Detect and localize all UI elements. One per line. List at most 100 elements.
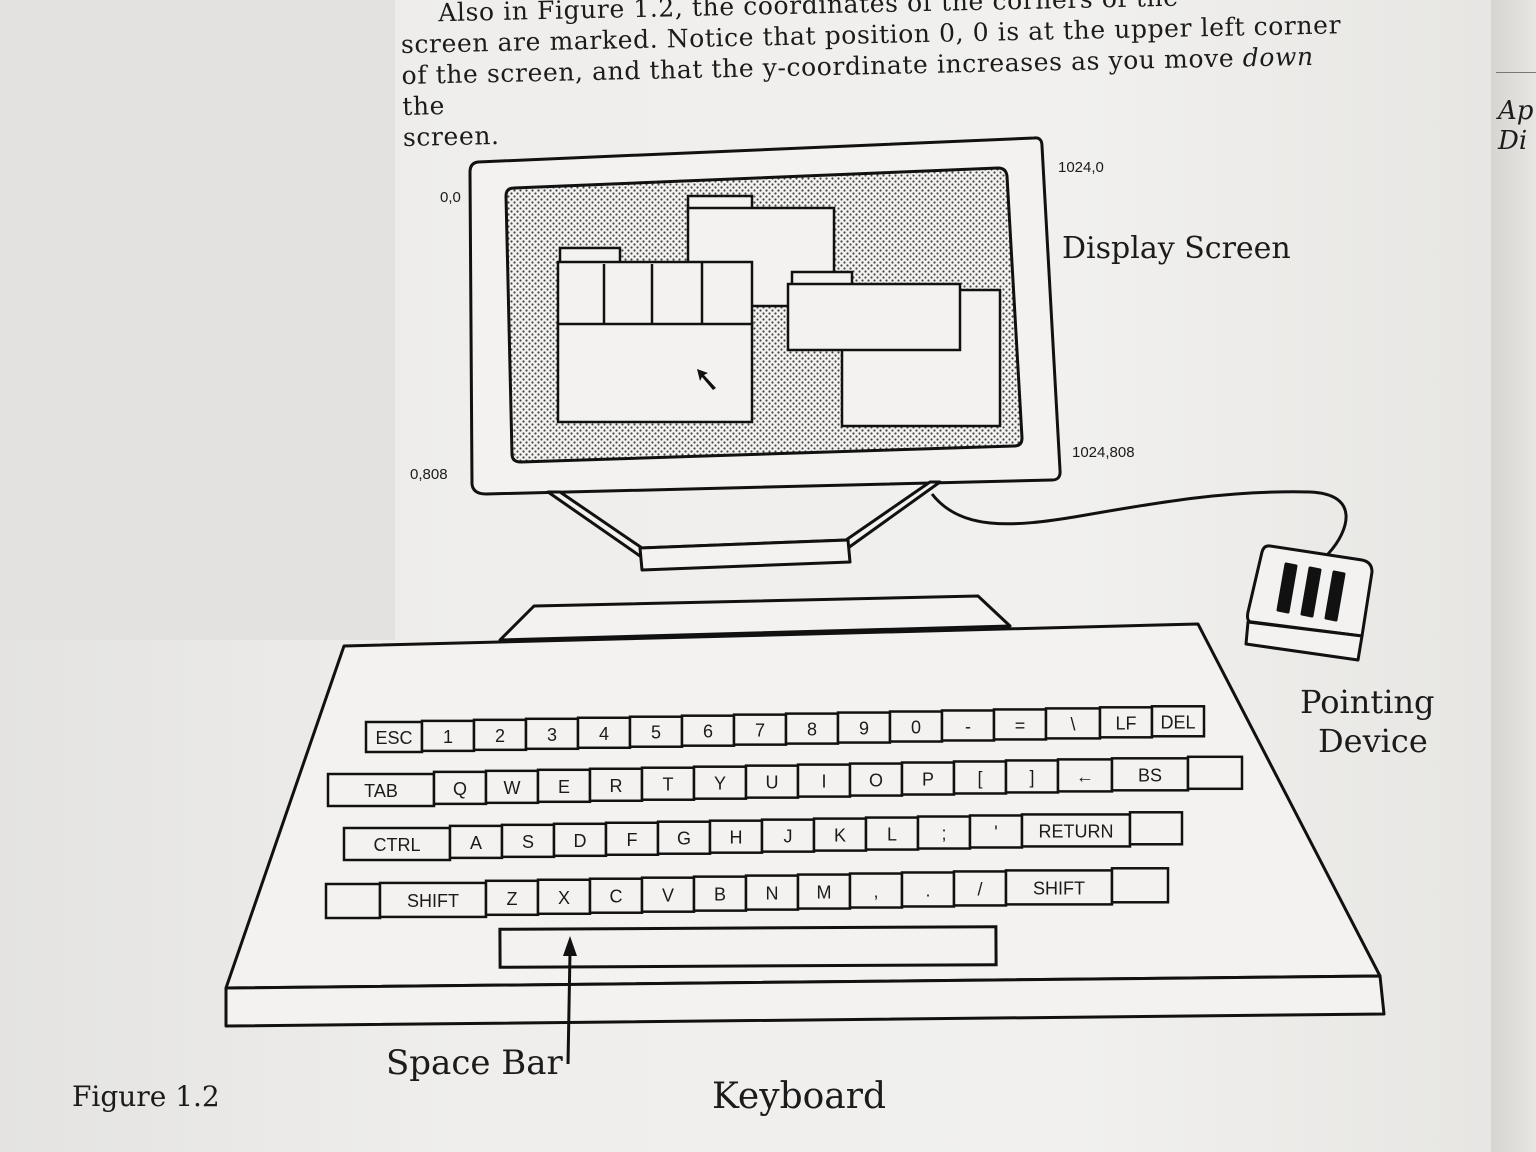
keyboard-key[interactable] (1020, 813, 1132, 848)
pointing-device-button-2 (1300, 566, 1322, 618)
keyboard-key-label: , (873, 882, 878, 902)
keyboard-key-label: T (663, 775, 674, 795)
pointing-device-button-1 (1276, 562, 1298, 614)
keyboard-key[interactable] (836, 711, 892, 744)
space-bar-key[interactable] (498, 925, 998, 969)
keyboard-key[interactable] (744, 874, 800, 911)
keyboard-key-label: - (965, 716, 971, 736)
window-left-body (556, 322, 754, 424)
keyboard-key-label: W (504, 778, 521, 798)
keyboard-key-label: E (558, 777, 570, 797)
pointing-device-button-3 (1324, 570, 1346, 622)
keyboard-key-label: J (784, 827, 793, 847)
keyboard-key[interactable] (1128, 811, 1184, 846)
keyboard-key[interactable] (708, 819, 764, 854)
keyboard-key[interactable] (484, 879, 540, 917)
keyboard-key-label: L (887, 825, 897, 845)
keyboard-key-label: Z (507, 889, 518, 909)
keyboard-key-label: V (662, 886, 674, 906)
keyboard-key-label: SHIFT (1033, 878, 1085, 898)
label-space-bar: Space Bar (386, 1043, 564, 1083)
keyboard-key[interactable] (576, 716, 632, 750)
keyboard-key-label: ] (1029, 767, 1034, 787)
keyboard-key-label: ; (941, 824, 946, 844)
keyboard-key[interactable] (552, 822, 608, 858)
window-left-header (556, 260, 754, 328)
keyboard-key-label: 9 (859, 719, 869, 739)
keyboard-key[interactable] (732, 713, 788, 746)
keyboard-key-label: Q (453, 779, 467, 799)
keyboard-key[interactable] (848, 872, 904, 909)
keyboard-key-label: TAB (364, 781, 398, 801)
keyboard-key-label: LF (1115, 713, 1136, 733)
keyboard-key-label: D (574, 831, 587, 851)
coord-bottom-right: 1024,808 (1072, 444, 1135, 461)
label-pointing-device-line-1: Pointing (1300, 683, 1435, 721)
keyboard-key-label: F (627, 830, 638, 850)
coord-top-right: 1024,0 (1058, 159, 1104, 176)
monitor-base (638, 538, 852, 572)
keyboard-key-label: O (869, 771, 883, 791)
figure-caption: Figure 1.2 (72, 1080, 220, 1113)
keyboard-key[interactable] (760, 818, 816, 853)
keyboard-key[interactable] (744, 764, 800, 799)
keyboard-key-label: SHIFT (407, 891, 459, 911)
label-keyboard: Keyboard (712, 1076, 886, 1117)
keyboard-key-label: \ (1070, 714, 1075, 734)
keyboard-key[interactable] (1110, 757, 1190, 792)
keyboard-key-label: [ (977, 768, 982, 788)
keyboard-key[interactable] (420, 719, 476, 753)
keyboard-key-label: 2 (495, 726, 505, 746)
keyboard-key[interactable] (1110, 867, 1170, 904)
keyboard-key[interactable] (484, 769, 540, 805)
keyboard-key-label: H (730, 828, 743, 848)
keyboard-key[interactable] (1150, 705, 1206, 738)
keyboard-key[interactable] (364, 720, 424, 754)
keyboard-key[interactable] (680, 714, 736, 747)
keyboard-key[interactable] (524, 717, 580, 751)
keyboard-key[interactable] (342, 826, 452, 862)
keyboard-key-label: 1 (443, 727, 453, 747)
pointing-device-front (1244, 620, 1364, 662)
keyboard-key-label: . (925, 880, 930, 900)
keyboard-key-label: ← (1076, 766, 1094, 786)
keyboard-front (224, 974, 1386, 1028)
screen-windows (556, 194, 1002, 428)
coord-top-left: 0,0 (440, 189, 461, 206)
keyboard-key[interactable] (692, 765, 748, 800)
keyboard-key[interactable] (900, 761, 956, 796)
label-display-screen: Display Screen (1062, 231, 1291, 266)
keyboard-key-label: 5 (651, 723, 661, 743)
keyboard-key[interactable] (448, 824, 504, 860)
keyboard-key[interactable] (1186, 755, 1244, 791)
keyboard-key-label: 6 (703, 722, 713, 742)
keyboard-key[interactable] (628, 715, 684, 748)
keyboard-key[interactable] (952, 870, 1008, 907)
keyboard-key[interactable] (588, 877, 644, 914)
keyboard-key-label: C (610, 887, 623, 907)
keyboard-key-label: Y (714, 774, 726, 794)
keyboard-key-label: CTRL (373, 835, 420, 855)
keyboard-key[interactable] (864, 816, 920, 851)
keyboard-key[interactable] (796, 763, 852, 798)
keyboard-key-label: = (1015, 715, 1026, 735)
keyboard-key-label: 7 (755, 721, 765, 741)
keyboard-key-label: U (766, 773, 779, 793)
keyboard-key[interactable] (812, 817, 868, 852)
keyboard-key[interactable] (900, 871, 956, 908)
keyboard-key[interactable] (968, 814, 1024, 849)
keyboard-key-label: RETURN (1039, 821, 1114, 841)
side-reference: Ap Di (1498, 96, 1533, 156)
keyboard-key[interactable] (640, 876, 696, 913)
window-right-front (786, 282, 962, 352)
keyboard-key[interactable] (378, 881, 488, 919)
page-gutter (1491, 0, 1536, 1152)
keyboard-key[interactable] (324, 882, 382, 920)
keyboard-key-label: 3 (547, 725, 557, 745)
facing-page-shadow (0, 0, 395, 640)
keyboard-key-label: X (558, 888, 570, 908)
space-bar-arrow-head-icon (563, 936, 577, 956)
keyboard-key-label: I (821, 772, 826, 792)
keyboard-key-label: S (522, 832, 534, 852)
